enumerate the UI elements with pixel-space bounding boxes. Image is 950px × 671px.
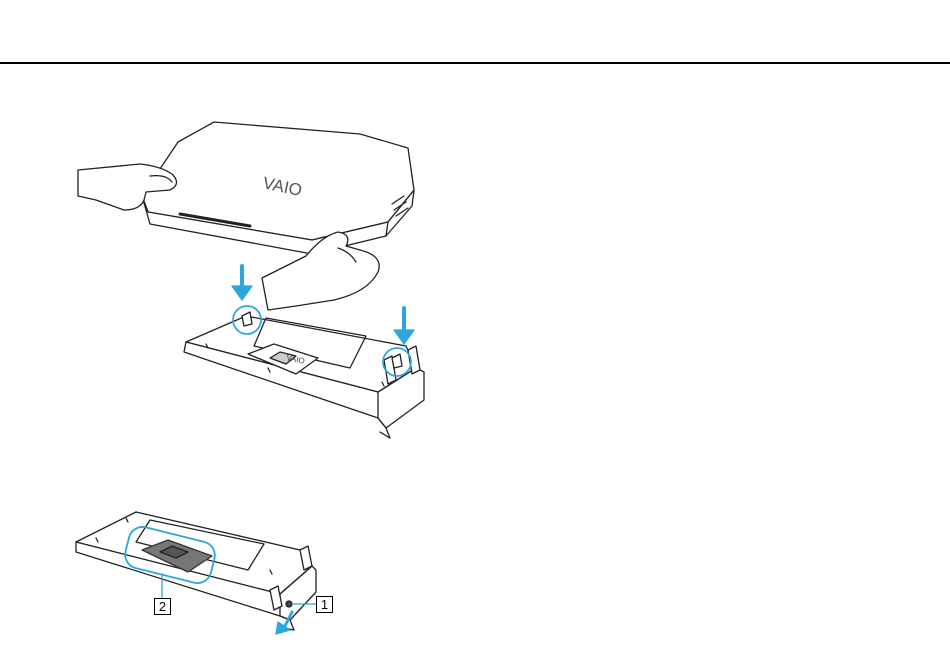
callout-2: 2 — [154, 598, 171, 615]
docking-station-lower — [76, 512, 316, 630]
callout-1: 1 — [316, 596, 333, 613]
laptop-illustration: VAIO — [142, 122, 414, 254]
docking-station-upper: VAIO — [184, 316, 424, 438]
